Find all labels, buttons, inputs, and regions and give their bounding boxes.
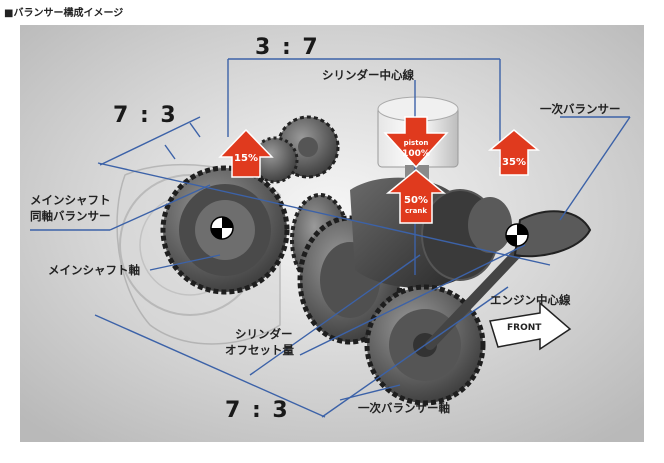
mainshaft-coaxial-label-2: 同軸バランサー bbox=[30, 209, 111, 223]
arrow-crank-sub: crank bbox=[405, 207, 427, 215]
bottom-ratio-bracket bbox=[94, 314, 326, 418]
ratio-top: 3 : 7 bbox=[255, 35, 320, 60]
engine-center-line bbox=[321, 286, 509, 418]
arrow-piston-value: 100% bbox=[402, 149, 430, 159]
cylinder-center-label: シリンダー中心線 bbox=[322, 68, 414, 82]
arrow-35-value: 35% bbox=[502, 157, 526, 168]
mainshaft-axis-leader bbox=[149, 254, 221, 271]
reference-lines bbox=[30, 58, 631, 418]
engine-center-label: エンジン中心線 bbox=[490, 293, 571, 307]
arrow-piston bbox=[383, 116, 449, 169]
mainshaft-axis-label: メインシャフト軸 bbox=[48, 263, 140, 277]
front-label: FRONT bbox=[507, 323, 542, 333]
ratio-left: 7 : 3 bbox=[113, 103, 178, 128]
left-ratio-bracket bbox=[99, 116, 201, 166]
diagram-stage: 15% piston 100% 50% crank 35% 3 : 7 7 : … bbox=[20, 25, 644, 442]
page-title: ■バランサー構成イメージ bbox=[4, 8, 124, 19]
arrow-35 bbox=[487, 129, 541, 176]
piston bbox=[377, 96, 459, 205]
diagram-canvas: 15% piston 100% 50% crank 35% bbox=[20, 25, 644, 442]
primary-balancer-axis-label: 一次バランサー軸 bbox=[358, 401, 450, 415]
primary-balancer-weight bbox=[513, 210, 592, 258]
arrow-15 bbox=[218, 128, 274, 178]
arrow-piston-sub: piston bbox=[404, 139, 429, 147]
balancer-center-marker bbox=[505, 223, 529, 247]
cylinder-offset-label-1: シリンダー bbox=[235, 327, 293, 341]
cylinder-offset-line bbox=[249, 254, 421, 376]
arrow-crank-value: 50% bbox=[404, 195, 428, 206]
ratio-bottom: 7 : 3 bbox=[225, 398, 290, 423]
arrow-15-value: 15% bbox=[234, 153, 258, 164]
mainshaft-center-marker bbox=[210, 216, 234, 240]
cylinder-offset-label-2: オフセット量 bbox=[225, 343, 294, 357]
arrow-crank bbox=[385, 169, 447, 224]
front-arrow bbox=[489, 301, 572, 351]
primary-balancer-label: 一次バランサー bbox=[540, 102, 621, 116]
mainshaft-line bbox=[97, 162, 551, 266]
balancer-shaft bbox=[425, 240, 530, 350]
primary-balancer-axis-leader bbox=[339, 384, 401, 401]
mainshaft-coaxial-label-1: メインシャフト bbox=[30, 193, 111, 207]
